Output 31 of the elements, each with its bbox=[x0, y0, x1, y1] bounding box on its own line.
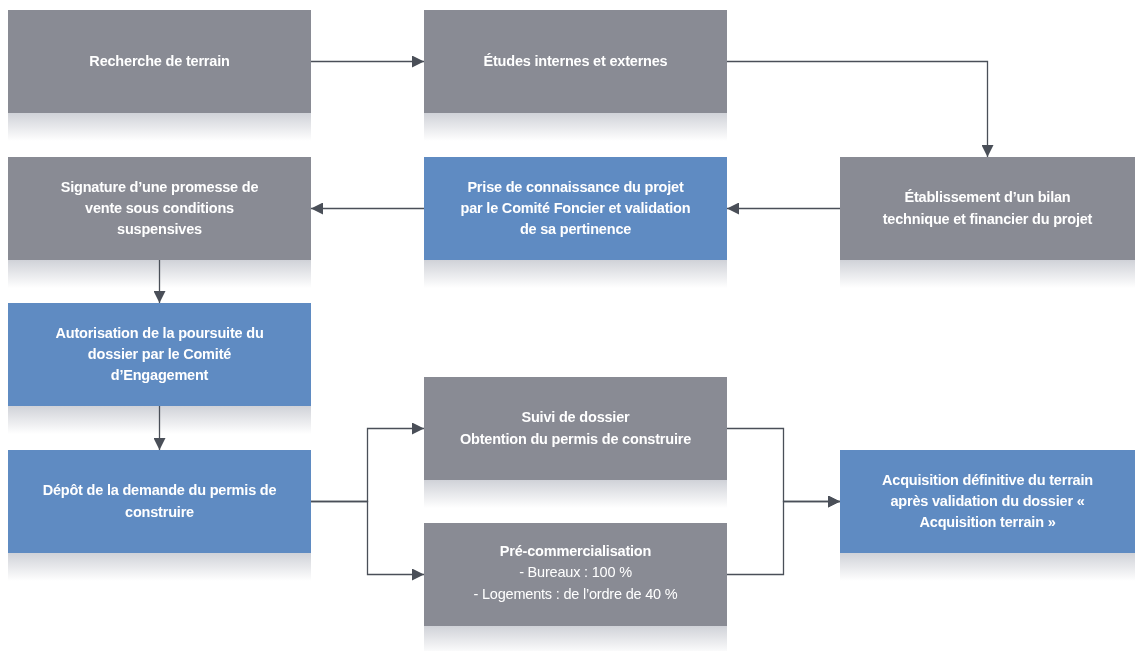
process-box bbox=[424, 523, 727, 651]
box-text: Recherche de terrain bbox=[89, 52, 230, 71]
arrow bbox=[310, 202, 425, 215]
box-text: Suivi de dossier bbox=[521, 408, 630, 428]
process-box bbox=[8, 450, 311, 581]
arrow bbox=[726, 495, 841, 576]
box-text: Prise de connaissance du projet par le Comité Foncier et validation de sa pertinence bbox=[459, 177, 692, 239]
box-text: Études internes et externes bbox=[483, 52, 668, 71]
process-box bbox=[8, 303, 311, 434]
box-text: Dépôt de la demande du permis de construire bbox=[42, 481, 277, 522]
box-text: Pré-commercialisation bbox=[499, 542, 652, 562]
box-text: Acquisition définitive du terrain après validation du dossier « Acquisition terrain » bbox=[881, 470, 1094, 532]
process-box bbox=[424, 10, 727, 141]
arrow bbox=[726, 202, 841, 215]
arrow bbox=[153, 259, 166, 304]
arrow bbox=[153, 405, 166, 451]
arrow bbox=[310, 500, 425, 581]
process-box bbox=[8, 157, 311, 288]
process-box bbox=[840, 157, 1135, 288]
process-box bbox=[8, 10, 311, 141]
box-text: Établissement d’un bilan technique et financier du projet bbox=[881, 188, 1094, 229]
box-text: - Logements : de l’ordre de 40 % bbox=[473, 584, 678, 604]
process-box bbox=[424, 377, 727, 508]
box-text: Obtention du permis de construire bbox=[459, 429, 692, 449]
box-text: Autorisation de la poursuite du dossier par le Comité d’Engagement bbox=[54, 323, 265, 385]
box-text: Signature d’une promesse de vente sous conditions suspensives bbox=[59, 177, 260, 239]
arrow bbox=[310, 55, 425, 68]
process-box bbox=[840, 450, 1135, 581]
process-box bbox=[424, 157, 727, 288]
box-text: - Bureaux : 100 % bbox=[519, 563, 632, 583]
arrow bbox=[726, 60, 994, 158]
